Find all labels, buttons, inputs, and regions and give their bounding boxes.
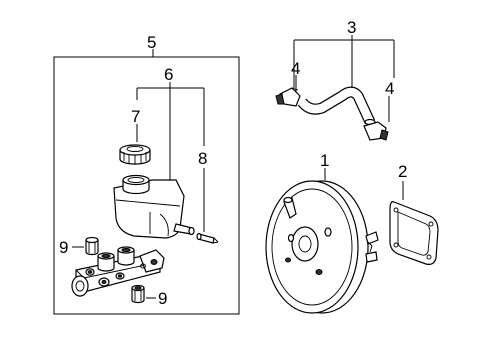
callout-1: 1: [320, 151, 329, 170]
vacuum-hose: [297, 86, 376, 126]
callout-6: 6: [164, 65, 173, 84]
leader-lines: [72, 35, 404, 299]
callout-2: 2: [398, 162, 407, 181]
callout-8: 8: [198, 149, 207, 168]
fluid-reservoir: [113, 174, 195, 239]
callout-7: 7: [131, 107, 140, 126]
callout-9-upper: 9: [59, 238, 68, 257]
callout-3: 3: [347, 18, 356, 37]
bleeder-fitting-upper: [85, 236, 99, 256]
master-cylinder: [71, 246, 165, 297]
retaining-pin: [196, 232, 219, 244]
master-cylinder-assembly-box: [53, 49, 240, 315]
callout-4-left: 4: [291, 59, 300, 78]
callout-5: 5: [147, 33, 156, 52]
brake-booster: [265, 180, 379, 314]
hose-clamp-right: [363, 121, 389, 141]
callout-labels: 1 2 3 4 4 5 6 7 8 9 9: [59, 18, 407, 308]
booster-gasket: [389, 201, 439, 265]
callout-9-lower: 9: [158, 289, 167, 308]
reservoir-cap: [119, 144, 151, 165]
bleeder-fitting-lower: [131, 284, 145, 304]
hose-clamp-left: [275, 87, 301, 107]
callout-4-right: 4: [385, 79, 394, 98]
